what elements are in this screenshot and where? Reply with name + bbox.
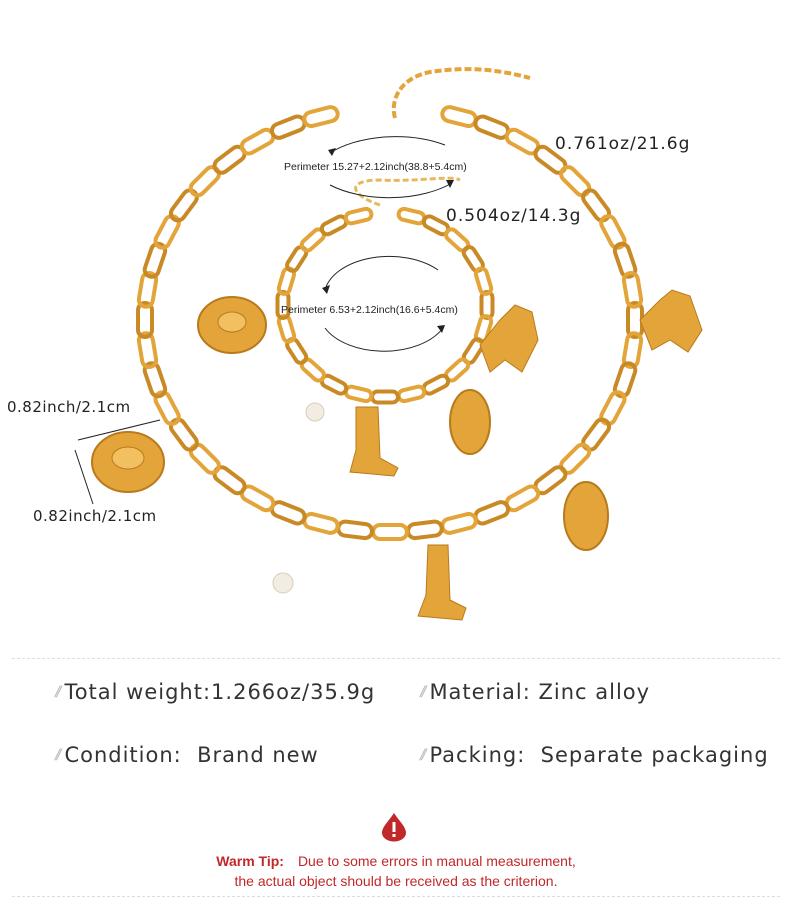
chain-link xyxy=(136,301,154,339)
chain-link xyxy=(396,384,427,404)
bracelet-chain xyxy=(275,206,495,405)
chain-link xyxy=(612,361,638,399)
chain-link xyxy=(599,390,627,426)
coin-charm xyxy=(449,389,609,551)
bracelet-perimeter: Perimeter 6.53+2.12inch(16.6+5.4cm) xyxy=(281,304,458,316)
chain-link xyxy=(269,500,307,526)
chain-link xyxy=(405,519,444,541)
chain-link xyxy=(473,114,511,140)
chain-link xyxy=(343,206,374,226)
necklace-perimeter: Perimeter 15.27+2.12inch(38.8+5.4cm) xyxy=(284,161,467,173)
chain-link xyxy=(136,270,159,309)
slash-icon: // xyxy=(55,747,62,763)
spec-total-weight: //Total weight:1.266oz/35.9g xyxy=(55,680,376,704)
chain-link xyxy=(581,188,612,223)
bracelet-weight: 0.504oz/14.3g xyxy=(446,206,582,226)
slash-icon: // xyxy=(420,747,427,763)
chain-link xyxy=(440,511,478,535)
slash-icon: // xyxy=(420,684,427,700)
pearl-charm xyxy=(272,402,325,594)
chain-link xyxy=(473,266,494,296)
warm-tip: Warm Tip:Due to some errors in manual me… xyxy=(216,853,576,889)
chain-link xyxy=(142,361,168,399)
arrowhead-icons xyxy=(322,148,454,333)
chain-link xyxy=(136,331,159,370)
chain-link xyxy=(621,331,644,370)
slash-icon: // xyxy=(55,684,62,700)
horse-charm xyxy=(479,289,703,373)
chain-link xyxy=(302,511,340,535)
spec-packing: //Packing: Separate packaging xyxy=(420,743,769,767)
chain-link xyxy=(612,241,638,279)
chain-link xyxy=(370,389,400,405)
chain-link xyxy=(621,270,644,309)
chain-link xyxy=(440,105,478,129)
chain-link xyxy=(371,523,409,541)
chain-link xyxy=(153,390,181,426)
chain-link xyxy=(269,114,307,140)
necklace-weight: 0.761oz/21.6g xyxy=(555,134,691,154)
boot-charm xyxy=(349,406,467,621)
perimeter-arrows xyxy=(74,136,453,505)
chain-link xyxy=(343,384,374,404)
chain-link xyxy=(142,241,168,279)
divider xyxy=(12,658,780,659)
chain-link xyxy=(336,519,375,541)
chain-link xyxy=(473,500,511,526)
warning-drop-icon xyxy=(382,813,406,842)
chain-link xyxy=(302,105,340,129)
chain-link xyxy=(479,290,495,320)
cowboy-hat-charm xyxy=(91,431,165,493)
chain-link xyxy=(168,417,199,452)
spec-material: //Material: Zinc alloy xyxy=(420,680,651,704)
spec-condition: //Condition: Brand new xyxy=(55,743,319,767)
chain-link xyxy=(153,214,181,250)
bracelet-extender xyxy=(354,176,461,207)
charm-height: 0.82inch/2.1cm xyxy=(33,507,157,525)
chain-link xyxy=(599,214,627,250)
necklace-extender xyxy=(391,67,531,119)
cowboy-hat-charm-small xyxy=(197,296,267,354)
necklace-chain xyxy=(136,105,644,541)
divider-bottom xyxy=(12,896,780,897)
chain-link xyxy=(396,206,427,226)
charm-width: 0.82inch/2.1cm xyxy=(7,398,131,416)
